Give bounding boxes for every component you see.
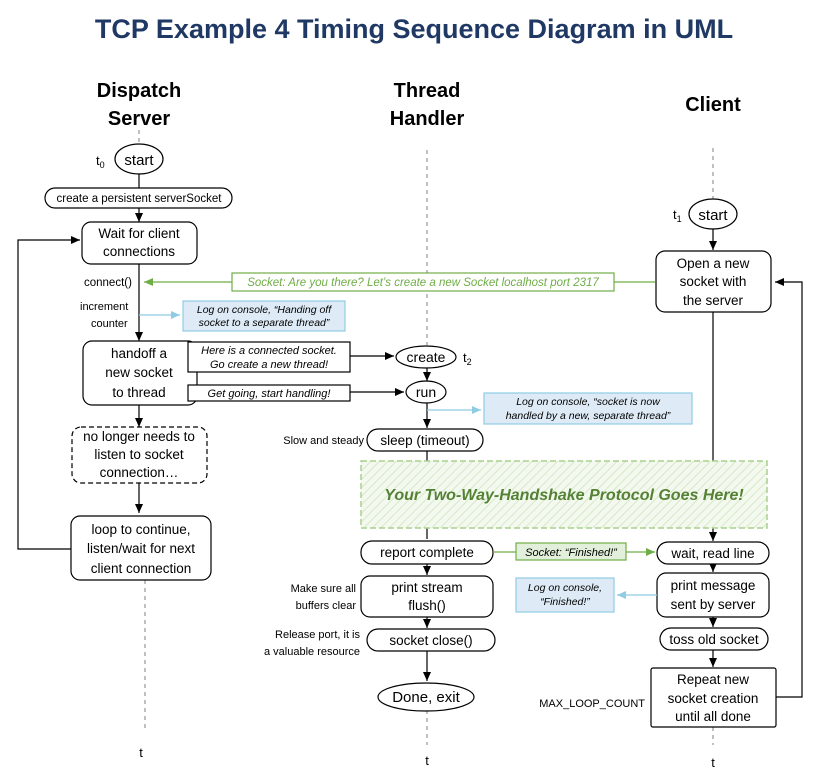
server-start-node (114, 143, 164, 175)
wait-connections-node (81, 221, 198, 265)
loop-continue-node (70, 515, 212, 581)
socket-close-label: socket close() (389, 633, 472, 648)
message-finished-text: Socket: “Finished!” (525, 547, 618, 559)
connect-label: connect() (84, 277, 132, 289)
client-start-label: start (698, 207, 728, 224)
sleep-label: sleep (timeout) (380, 433, 469, 448)
no-longer-line3: connection… (100, 465, 179, 480)
message-are-you-there-text: Socket: Are you there? Let’s create a ne… (247, 277, 599, 289)
toss-socket-label: toss old socket (669, 632, 759, 647)
message-connected-socket-line1: Here is a connected socket. (201, 345, 337, 357)
note-finished-line2: “Finished!” (540, 596, 590, 608)
make-sure-line2: buffers clear (296, 600, 357, 612)
run-node (405, 380, 447, 404)
client-start-node (688, 198, 738, 230)
no-longer-node (71, 426, 208, 484)
t2-label: t2 (463, 350, 472, 367)
socket-close-node (366, 628, 496, 652)
repeat-line3: until all done (675, 709, 751, 724)
note-socket-handled-line1: Log on console, “socket is now (516, 396, 661, 408)
message-are-you-there (231, 272, 615, 292)
create-node (395, 345, 457, 369)
repeat-node (650, 667, 777, 728)
done-exit-label: Done, exit (392, 689, 460, 706)
t-end-client: t (711, 755, 715, 770)
lane-header-thread-line1: Thread (394, 80, 461, 102)
create-server-socket-node (44, 187, 233, 209)
note-finished-line1: Log on console, (528, 582, 602, 594)
note-socket-handled-line2: handled by a new, separate thread” (506, 410, 671, 422)
lane-header-dispatch-line2: Server (108, 108, 170, 130)
client-loop-back-arrow (775, 278, 803, 698)
message-get-going (187, 384, 351, 402)
message-finished (515, 542, 627, 561)
t-end-thread: t (425, 753, 429, 768)
diagram-title: TCP Example 4 Timing Sequence Diagram in… (95, 14, 733, 44)
open-socket-node (655, 250, 772, 313)
run-label: run (416, 384, 436, 400)
handoff-node (82, 340, 198, 406)
print-flush-line2: flush() (408, 598, 446, 613)
loop-continue-line1: loop to continue, (91, 522, 190, 537)
toss-socket-node (659, 627, 769, 651)
handoff-line3: to thread (112, 385, 165, 400)
increment-label-line2: counter (91, 318, 128, 330)
lane-header-thread-line2: Handler (390, 108, 465, 130)
message-connected-socket (187, 341, 351, 373)
note-handing-off-line2: socket to a separate thread” (199, 317, 330, 329)
no-longer-line1: no longer needs to (83, 429, 195, 444)
wait-connections-line1: Wait for client (98, 226, 180, 241)
note-socket-handled (483, 392, 693, 425)
max-loop-label: MAX_LOOP_COUNT (539, 698, 645, 710)
done-exit-node (377, 682, 475, 712)
release-port-line1: Release port, it is (275, 629, 360, 641)
repeat-line2: socket creation (668, 691, 759, 706)
protocol-box (360, 460, 768, 529)
message-get-going-text: Get going, start handling! (208, 388, 331, 400)
no-longer-line2: listen to socket (94, 447, 184, 462)
increment-label-line1: increment (80, 301, 128, 313)
make-sure-line1: Make sure all (291, 583, 356, 595)
message-connected-socket-line2: Go create a new thread! (210, 359, 328, 371)
note-finished (515, 577, 615, 613)
open-socket-line1: Open a new (677, 256, 750, 271)
create-server-socket-label: create a persistent serverSocket (57, 193, 223, 205)
t1-label: t1 (673, 207, 682, 224)
handoff-line2: new socket (105, 365, 173, 380)
lane-header-dispatch-line1: Dispatch (97, 80, 181, 102)
loop-continue-line3: client connection (91, 561, 192, 576)
wait-read-label: wait, read line (670, 546, 754, 561)
slow-steady-label: Slow and steady (283, 435, 364, 447)
open-socket-line2: socket with (680, 274, 747, 289)
handoff-line1: handoff a (111, 346, 168, 361)
t-end-dispatch: t (139, 745, 143, 760)
print-flush-node (360, 575, 494, 618)
sleep-node (366, 428, 484, 452)
wait-connections-line2: connections (103, 244, 175, 259)
create-label: create (407, 349, 446, 365)
t0-label: t0 (96, 153, 105, 170)
release-port-line2: a valuable resource (264, 646, 360, 658)
server-start-label: start (124, 152, 154, 169)
wait-read-node (656, 541, 770, 565)
print-flush-line1: print stream (391, 580, 462, 595)
protocol-box-text: Your Two-Way-Handshake Protocol Goes Her… (384, 487, 744, 504)
loop-back-arrow (17, 236, 80, 550)
note-handing-off (182, 300, 346, 332)
lane-header-client: Client (685, 94, 741, 116)
repeat-line1: Repeat new (677, 672, 749, 687)
print-message-line1: print message (671, 578, 756, 593)
print-message-line2: sent by server (671, 597, 756, 612)
report-complete-label: report complete (380, 545, 474, 560)
open-socket-line3: the server (683, 293, 744, 308)
loop-continue-line2: listen/wait for next (87, 541, 195, 556)
note-handing-off-line1: Log on console, “Handing off (197, 304, 332, 316)
